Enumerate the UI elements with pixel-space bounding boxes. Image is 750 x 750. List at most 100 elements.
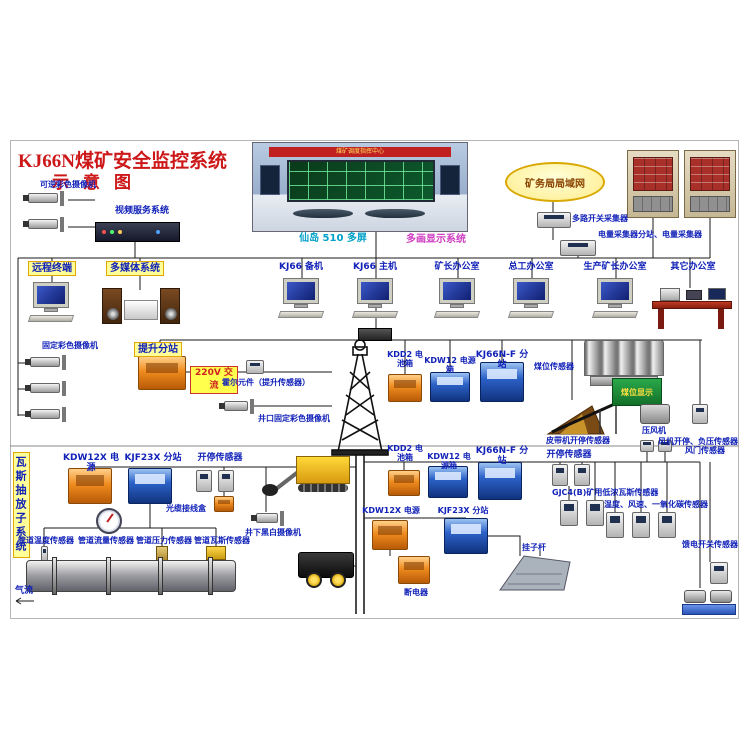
belt-sensor-label: 皮带机开停传感器 bbox=[546, 436, 610, 445]
display-system-label: 多画显示系统 bbox=[406, 234, 466, 245]
under-kdw12-box bbox=[428, 466, 468, 498]
under-kjf23x-label: KJF23X 分站 bbox=[437, 506, 489, 515]
gas-pipe-icon bbox=[26, 560, 236, 592]
hall-sensor-label: 霍尔元件（提升传感器） bbox=[222, 378, 310, 387]
control-room-photo: 煤矿调度指挥中心 bbox=[252, 142, 468, 232]
equipment-cabinet-icon bbox=[627, 150, 679, 218]
temp-wind-co-sensor-icon bbox=[658, 512, 676, 538]
kj66-main-pc-icon bbox=[350, 278, 402, 324]
switch-collector-label: 多路开关采集器 bbox=[572, 214, 628, 223]
under-kjf23x-box bbox=[444, 518, 488, 554]
shearer-wheel-icon bbox=[306, 572, 322, 588]
kj66-backup-pc-icon bbox=[276, 278, 328, 324]
fixed-camera-icon bbox=[24, 406, 70, 426]
lan-cloud: 矿务局局域网 bbox=[505, 162, 605, 202]
kjf23x-label: KJF23X 分站 bbox=[124, 453, 182, 463]
page-subtitle: 示意图 bbox=[52, 173, 145, 192]
gas-system-label: 瓦斯抽放子系统 bbox=[13, 452, 30, 558]
under-kj66nf-label: KJ66N-F 分站 bbox=[475, 446, 529, 467]
kj66nf-station-box bbox=[480, 362, 524, 402]
fan-sensor-icon bbox=[692, 404, 708, 424]
bw-camera-icon bbox=[250, 510, 284, 530]
control-room-banner: 煤矿调度指挥中心 bbox=[269, 147, 451, 157]
compressor-icon bbox=[640, 404, 670, 424]
door-sensor-icon bbox=[658, 440, 672, 452]
kj66nf-label: KJ66N-F 分站 bbox=[475, 350, 529, 371]
reversible-camera-icon bbox=[22, 190, 68, 210]
shaft-camera-label: 井口固定彩色摄像机 bbox=[258, 414, 330, 423]
ac-220v-tag: 220V 交流 bbox=[190, 366, 238, 394]
pipe-flange bbox=[208, 557, 213, 595]
under-kdd2-box bbox=[388, 470, 420, 496]
remote-terminal-label: 远程终端 bbox=[28, 261, 76, 276]
compressor-label: 压风机 bbox=[642, 426, 666, 435]
hoist-station-box bbox=[138, 356, 186, 390]
door-sensor-label: 风门传感器 bbox=[685, 446, 725, 455]
pipe-gas-label: 管道瓦斯传感器 bbox=[194, 536, 250, 545]
hall-sensor-icon bbox=[246, 360, 264, 374]
station-label-other-office: 其它办公室 bbox=[670, 262, 716, 272]
under-kj66nf-box bbox=[478, 462, 522, 500]
station-label-kj66-main: KJ66 主机 bbox=[353, 262, 397, 272]
under-kdw12x-box bbox=[372, 520, 408, 550]
equipment-cabinet-icon bbox=[684, 150, 736, 218]
kjf23x-station-box bbox=[128, 468, 172, 504]
under-startstop-label: 开停传感器 bbox=[546, 450, 592, 460]
under-kdw12-label: KDW12 电源箱 bbox=[427, 452, 471, 471]
startstop-sensor-icon bbox=[552, 464, 568, 486]
small-monitor-icon bbox=[708, 288, 726, 300]
kdw12-label: KDW12 电源箱 bbox=[424, 356, 476, 375]
office-pc-icon bbox=[506, 278, 558, 324]
side-screen-icon bbox=[440, 165, 460, 195]
kdd2-label: KDD2 电池箱 bbox=[387, 350, 423, 369]
coal-silo-icon bbox=[584, 340, 664, 376]
station-label-mine-director: 矿长办公室 bbox=[434, 262, 480, 272]
shearer-wheel-icon bbox=[330, 572, 346, 588]
gas-startstop-label: 开停传感器 bbox=[197, 453, 243, 463]
hanger-label: 挂子杆 bbox=[522, 543, 546, 552]
water-pool-icon bbox=[682, 604, 736, 615]
fiber-junction-box bbox=[214, 496, 234, 512]
station-label-chief-engineer: 总工办公室 bbox=[508, 262, 554, 272]
console-desk-icon bbox=[365, 209, 425, 218]
fiber-box-label: 光缆接线盒 bbox=[166, 504, 206, 513]
feed-switch-sensor-icon bbox=[710, 562, 728, 584]
roadheader-tracks bbox=[298, 484, 348, 492]
pipe-flange bbox=[106, 557, 111, 595]
reversible-camera-icon bbox=[22, 216, 68, 236]
water-pump-icon bbox=[684, 590, 706, 603]
switch-collector-icon bbox=[537, 212, 571, 228]
media-player-icon bbox=[124, 300, 158, 320]
startstop-sensor-icon bbox=[196, 470, 212, 492]
reversible-camera-label: 可逆彩色摄像机 bbox=[40, 180, 96, 189]
office-pc-icon bbox=[590, 278, 642, 324]
hoist-station-label: 提升分站 bbox=[134, 342, 182, 357]
page-title: KJ66N煤矿安全监控系统 bbox=[18, 151, 228, 172]
side-screen-icon bbox=[260, 165, 280, 195]
multi-sensor-label: 温度、风速、一氧化碳传感器 bbox=[604, 500, 708, 509]
video-wall-icon bbox=[287, 160, 435, 202]
flow-gauge-icon bbox=[96, 508, 122, 534]
multimedia-label: 多媒体系统 bbox=[106, 261, 164, 276]
console-desk-icon bbox=[293, 209, 353, 218]
gas-sensor-icon bbox=[206, 546, 226, 560]
station-label-production-director: 生产矿长办公室 bbox=[583, 262, 647, 272]
speaker-icon bbox=[102, 288, 122, 324]
coal-level-sensor-label: 煤位传感器 bbox=[534, 362, 574, 371]
breaker-box bbox=[398, 556, 430, 584]
power-collector-label: 电量采集器分站、电量采集器 bbox=[598, 230, 702, 239]
hanger-sled-icon bbox=[499, 548, 571, 591]
video-service-label: 视频服务系统 bbox=[114, 206, 169, 216]
office-pc-icon bbox=[432, 278, 484, 324]
under-kdd2-label: KDD2 电池箱 bbox=[387, 444, 423, 463]
shaft-camera-icon bbox=[218, 398, 254, 418]
bw-camera-label: 井下黑白摄像机 bbox=[245, 528, 301, 537]
ups-box-icon bbox=[358, 328, 392, 341]
phone-icon bbox=[686, 290, 702, 300]
water-pump-icon bbox=[710, 590, 732, 603]
startstop-sensor-icon bbox=[218, 470, 234, 492]
printer-icon bbox=[660, 288, 680, 301]
pipe-flange bbox=[52, 557, 57, 595]
kdd2-battery-box bbox=[388, 374, 422, 402]
